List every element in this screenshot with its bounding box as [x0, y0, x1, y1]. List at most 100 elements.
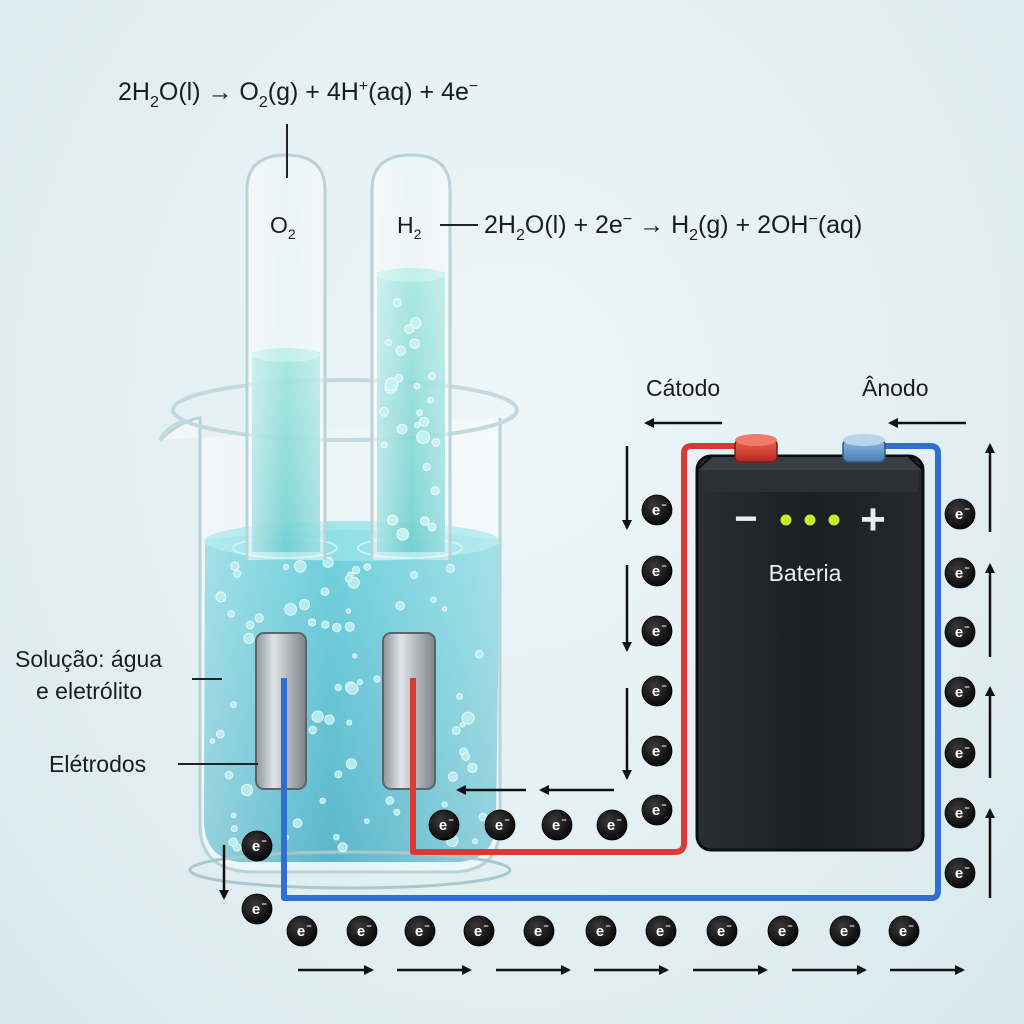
red-wire	[410, 443, 742, 855]
electron	[944, 857, 976, 889]
electron	[641, 735, 673, 767]
bubble	[334, 770, 343, 779]
bubble	[293, 560, 307, 573]
bubble	[363, 563, 372, 571]
electron	[706, 915, 738, 947]
bubble	[346, 682, 359, 695]
bubble	[472, 838, 478, 845]
battery-label: Bateria	[769, 560, 842, 586]
electron	[286, 915, 318, 947]
bubble	[334, 683, 342, 692]
electron	[428, 809, 460, 841]
bubble	[228, 837, 238, 847]
bubble	[227, 610, 235, 618]
bubble	[451, 726, 461, 735]
bubble	[422, 462, 431, 471]
bubble	[393, 808, 401, 816]
electron	[944, 676, 976, 708]
anode-equation: 2H2O(l) → O2(g) + 4H+(aq) + 4e−	[118, 78, 478, 111]
bubble	[298, 598, 311, 611]
electron	[404, 915, 436, 947]
test-tube-o2	[245, 153, 327, 560]
bubble	[478, 812, 487, 822]
bubble	[461, 752, 471, 761]
bubble	[394, 373, 404, 383]
blue-wire	[281, 443, 941, 901]
electron	[944, 498, 976, 530]
electron	[641, 615, 673, 647]
bubble	[284, 603, 298, 616]
bubble	[352, 653, 358, 659]
bubble	[245, 620, 255, 630]
bubble	[215, 591, 227, 603]
negative-terminal	[734, 434, 778, 463]
bubble	[351, 566, 361, 575]
electron	[944, 797, 976, 829]
electron	[641, 494, 673, 526]
bubble	[414, 421, 421, 429]
bubble	[395, 601, 405, 611]
bubble	[384, 377, 399, 392]
bubble	[404, 324, 414, 335]
bubble	[475, 649, 484, 659]
bubble	[419, 516, 430, 526]
bubble	[396, 528, 410, 541]
bubble	[461, 711, 475, 725]
electron	[241, 893, 273, 925]
bubble	[456, 693, 464, 700]
electron	[767, 915, 799, 947]
bubble	[385, 339, 393, 347]
bubble	[283, 564, 290, 571]
bubble	[311, 710, 324, 723]
bubble	[230, 825, 238, 833]
o2-label: O2	[270, 212, 296, 242]
positive-terminal	[842, 434, 886, 463]
bubble	[373, 675, 381, 683]
bubble	[441, 801, 448, 808]
anodo-label: Ânodo	[862, 375, 929, 401]
bubble	[324, 714, 335, 725]
bubble	[395, 345, 406, 356]
electron	[241, 830, 273, 862]
electron	[641, 675, 673, 707]
electron	[645, 915, 677, 947]
bubble	[233, 569, 242, 578]
bubble	[345, 608, 352, 614]
battery-minus-sign: −	[734, 497, 757, 541]
bubble	[416, 409, 424, 417]
bubbles-beaker	[209, 556, 487, 853]
bubble	[467, 762, 478, 774]
bubble	[387, 514, 399, 526]
bubble	[292, 818, 303, 829]
bubbles-h2-tube	[379, 298, 441, 541]
electron	[641, 794, 673, 826]
electrodes-label: Elétrodos	[49, 751, 146, 777]
electron	[523, 915, 555, 947]
bubble	[240, 783, 254, 797]
bubble	[416, 430, 431, 445]
electron	[888, 915, 920, 947]
bubble	[209, 738, 216, 744]
bubble	[430, 486, 440, 496]
electron	[484, 809, 516, 841]
bubble	[356, 679, 363, 686]
bubble	[230, 701, 237, 708]
bubble	[409, 338, 421, 350]
electron	[541, 809, 573, 841]
bubble	[427, 522, 437, 532]
led-1	[780, 514, 792, 526]
bubble	[442, 606, 448, 612]
beaker	[158, 378, 519, 890]
solution-label-line2: e eletrólito	[36, 678, 142, 704]
led-3	[828, 514, 840, 526]
bubble	[321, 620, 330, 629]
test-tube-h2	[370, 153, 452, 560]
bubble	[333, 833, 340, 841]
battery-plus-sign: +	[860, 495, 886, 544]
bubble	[430, 596, 437, 603]
bubble	[230, 812, 237, 819]
electron	[585, 915, 617, 947]
bubble	[364, 818, 370, 824]
